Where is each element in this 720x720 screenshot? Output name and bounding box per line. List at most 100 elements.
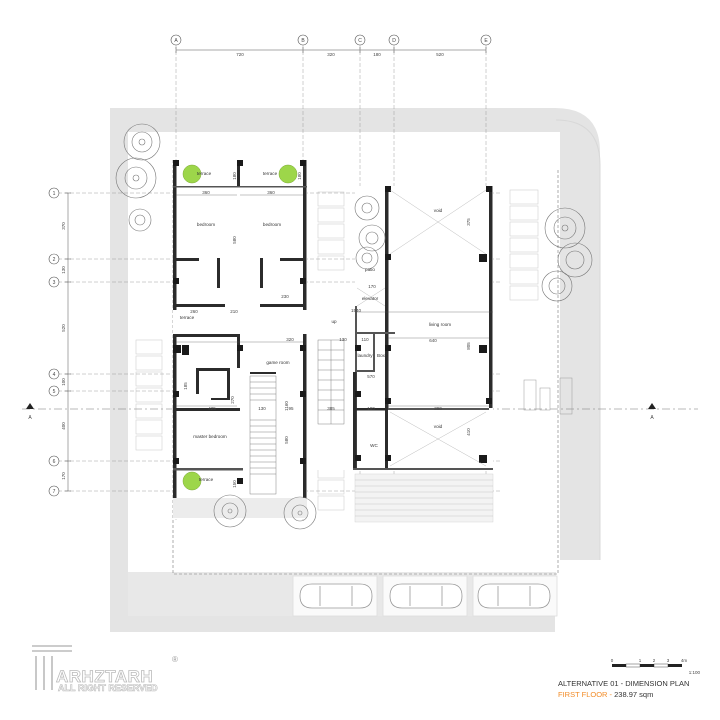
dim-label: 425 (208, 406, 216, 411)
grid-bubble-e (480, 34, 492, 46)
parking-left (135, 339, 163, 451)
dim-cd: 180 (373, 52, 381, 57)
dim-label: 180 (367, 406, 375, 411)
grid-label-1: 1 (53, 191, 56, 197)
dim-label: 185 (183, 382, 188, 390)
scale-bar: 0 1 2 3 4m 1:100 (611, 658, 701, 675)
grid-bubble-a (170, 34, 182, 46)
dim-label: 580 (232, 236, 237, 244)
car-icon (477, 583, 551, 609)
room-void-bottom: void (434, 424, 443, 429)
dim-56: 400 (61, 422, 66, 430)
logo-name: ARHZTARH (56, 667, 153, 686)
stair-up-label: up (331, 319, 337, 324)
dim-45: 100 (61, 378, 66, 386)
dim-label: 130 (258, 406, 266, 411)
column-dims: 720 320 180 520 (236, 52, 444, 57)
dim-23: 130 (61, 266, 66, 274)
room-living-room: living room (429, 322, 451, 327)
car-icon (389, 583, 463, 609)
grid-label-7: 7 (53, 489, 56, 495)
row-dimension-line (65, 192, 71, 492)
outdoor-fixtures (523, 377, 573, 415)
dim-label: 390 (434, 406, 442, 411)
column-labels: A B C D E (174, 38, 488, 44)
planters (182, 164, 298, 491)
tree-icon (128, 208, 152, 232)
room-terrace-right: terrace (263, 171, 278, 176)
grid-bubble-d (388, 34, 400, 46)
column-dimension-line (175, 47, 487, 53)
row-labels: 1 2 3 4 5 6 7 (53, 191, 56, 495)
tree-icon (115, 157, 157, 199)
grid-label-3: 3 (53, 280, 56, 286)
tree-icon (123, 123, 161, 161)
logo-mark-icon (32, 645, 72, 690)
room-laundry: laundry (357, 353, 373, 358)
dim-label: 805 (466, 342, 471, 350)
dim-de: 520 (436, 52, 444, 57)
dim-67: 170 (61, 472, 66, 480)
tree-icon (544, 207, 586, 249)
grid-label-5: 5 (53, 389, 56, 395)
tree-icon (541, 270, 573, 302)
scale-tick: 3 (667, 658, 670, 663)
grid-label-d: D (392, 38, 396, 44)
room-bedroom-left: bedroom (197, 222, 215, 227)
dim-label: 385 (327, 406, 335, 411)
room-labels: terrace terrace bedroom bedroom void voi… (180, 171, 451, 482)
dim-label: 360 (202, 190, 210, 195)
grid-label-2: 2 (53, 257, 56, 263)
column-bubbles (170, 34, 492, 46)
dimension-labels: 360 360 180 180 580 580 230 170 260 210 … (183, 172, 471, 488)
scale-tick: 4m (681, 658, 688, 663)
floor-line: FIRST FLOOR - 238.97 sqm (558, 690, 653, 699)
dim-12: 370 (61, 222, 66, 230)
row-dims: 370 130 520 100 400 170 (61, 222, 66, 480)
section-arrow-left-icon (26, 403, 34, 409)
walls (173, 160, 493, 498)
section-arrow-right-icon (648, 403, 656, 409)
dim-label: 180 (232, 172, 237, 180)
dim-34: 520 (61, 324, 66, 332)
deck-paving (354, 473, 494, 523)
dim-label: 640 (429, 338, 437, 343)
dim-ab: 720 (236, 52, 244, 57)
building-slab (173, 160, 493, 502)
room-patio: patio (365, 267, 375, 272)
room-terrace-bottom: terrace (199, 477, 214, 482)
room-terrace-left: terrace (197, 171, 212, 176)
room-game-room: game room (266, 360, 289, 365)
room-bedroom-right: bedroom (263, 222, 281, 227)
dim-bc: 320 (327, 52, 335, 57)
structural-columns (173, 160, 492, 484)
grid-label-a: A (174, 38, 178, 44)
logo-rights: ALL RIGHT RESERVED (58, 683, 158, 693)
title-block: 0 1 2 3 4m 1:100 ALTERNATIVE 01 - DIMENS… (558, 658, 700, 699)
room-wc: WC (370, 443, 378, 448)
section-label-right: A (650, 415, 654, 421)
logo: ARHZTARH ® ALL RIGHT RESERVED (32, 645, 178, 693)
staircase (249, 339, 345, 495)
dim-label: 1160 (284, 401, 289, 411)
section-label-left: A (28, 415, 32, 421)
dim-label: 410 (466, 428, 471, 436)
dim-label: 260 (190, 309, 198, 314)
tree-icon (283, 496, 317, 530)
parked-cars (292, 575, 558, 617)
dim-label: 230 (281, 294, 289, 299)
scale-tick: 0 (611, 658, 614, 663)
parking-right (509, 189, 539, 301)
dim-label: 360 (267, 190, 275, 195)
grid-label-b: B (301, 38, 305, 44)
terrace-paving (173, 498, 307, 518)
tree-icon (358, 224, 386, 252)
scale-tick: 1 (639, 658, 642, 663)
grid-bubble-b (297, 34, 309, 46)
dim-label: 180 (297, 172, 302, 180)
tree-icon (557, 242, 593, 278)
trees (115, 123, 593, 530)
dimension-strings (176, 194, 493, 407)
tree-icon (354, 195, 380, 221)
